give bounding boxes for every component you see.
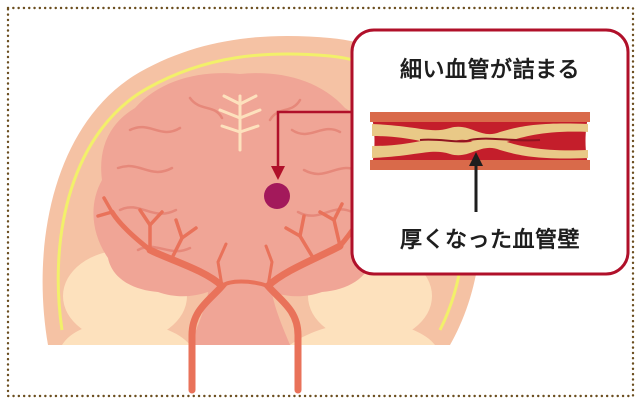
callout-caption: 厚くなった血管壁 — [352, 222, 628, 254]
callout-title: 細い血管が詰まる — [352, 52, 628, 84]
occlusion-spot — [264, 183, 290, 209]
